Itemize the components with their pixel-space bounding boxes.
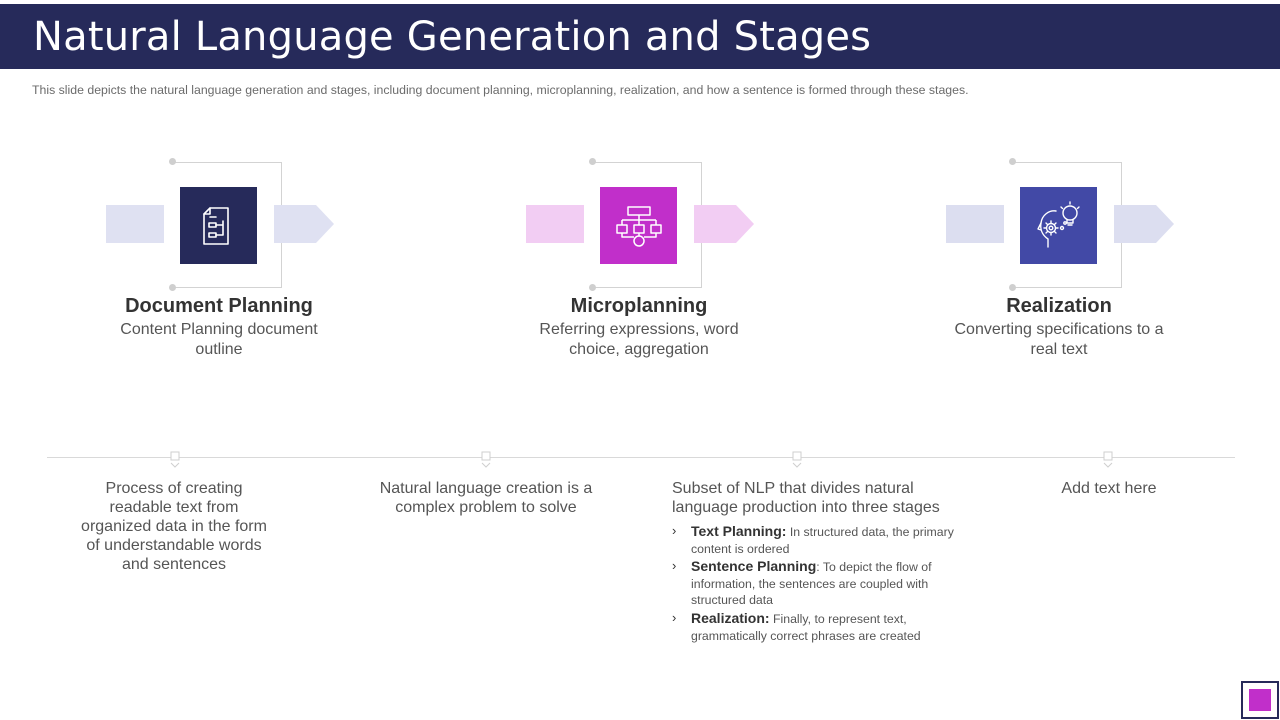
stage-arrow-chevron <box>694 205 754 243</box>
stage-title: Realization <box>1006 295 1112 317</box>
page-title: Natural Language Generation and Stages <box>33 14 872 60</box>
chevron-right-icon: › <box>672 523 677 538</box>
stage-realization: Realization Converting specifications to… <box>946 150 1246 370</box>
stage-left-block <box>946 205 1004 243</box>
bracket-dot <box>589 284 596 291</box>
bracket-dot <box>169 158 176 165</box>
stage-title: Microplanning <box>570 295 708 317</box>
bullet-item: › Text Planning: In structured data, the … <box>672 523 957 557</box>
bracket-dot <box>589 158 596 165</box>
timeline-marker <box>481 451 491 468</box>
stage-document-planning: Document Planning Content Planning docum… <box>106 150 406 370</box>
timeline-text-1: Process of creating readable text from o… <box>81 480 267 573</box>
bullet-item: › Sentence Planning: To depict the flow o… <box>672 558 957 609</box>
timeline-marker <box>170 451 180 468</box>
title-bar: Natural Language Generation and Stages <box>0 4 1280 69</box>
document-flow-icon <box>180 187 257 264</box>
stage-title: Document Planning <box>125 295 313 317</box>
bracket-dot <box>1009 284 1016 291</box>
stage-description: Converting specifications to a real text <box>954 321 1164 358</box>
timeline-marker <box>1103 451 1113 468</box>
flowchart-icon <box>600 187 677 264</box>
bullet-label: Sentence Planning <box>691 558 817 575</box>
stage-left-block <box>526 205 584 243</box>
timeline-line <box>47 457 1235 458</box>
bullet-label: Text Planning: <box>691 523 787 539</box>
bullet-text: Finally, to represent text, grammaticall… <box>691 611 921 643</box>
timeline-marker <box>792 451 802 468</box>
timeline-text-2: Natural language creation is a complex p… <box>379 480 593 516</box>
chevron-right-icon: › <box>672 609 677 625</box>
stages-intro: Subset of NLP that divides natural langu… <box>672 480 940 516</box>
bracket-dot <box>1009 158 1016 165</box>
corner-logo-fill <box>1249 689 1271 711</box>
stage-left-block <box>106 205 164 243</box>
timeline-text-4: Add text here <box>1061 480 1157 497</box>
head-gear-idea-icon <box>1020 187 1097 264</box>
stage-description: Content Planning document outline <box>120 321 318 358</box>
stage-description: Referring expressions, word choice, aggr… <box>539 321 739 358</box>
chevron-right-icon: › <box>672 558 677 574</box>
stage-arrow-chevron <box>274 205 334 243</box>
bracket-dot <box>169 284 176 291</box>
bullet-label: Realization: <box>691 609 770 626</box>
bullet-text: In structured data, the primary content … <box>691 525 954 556</box>
timeline-text-3: Subset of NLP that divides natural langu… <box>672 479 957 645</box>
stage-microplanning: Microplanning Referring expressions, wor… <box>526 150 826 370</box>
page-subtitle: This slide depicts the natural language … <box>32 83 969 97</box>
bullet-text: : To depict the flow of information, the… <box>691 560 932 608</box>
stages-bullet-list: › Text Planning: In structured data, the … <box>672 523 957 644</box>
corner-logo-square <box>1241 681 1279 719</box>
stage-arrow-chevron <box>1114 205 1174 243</box>
bullet-item: › Realization: Finally, to represent text… <box>672 610 957 644</box>
